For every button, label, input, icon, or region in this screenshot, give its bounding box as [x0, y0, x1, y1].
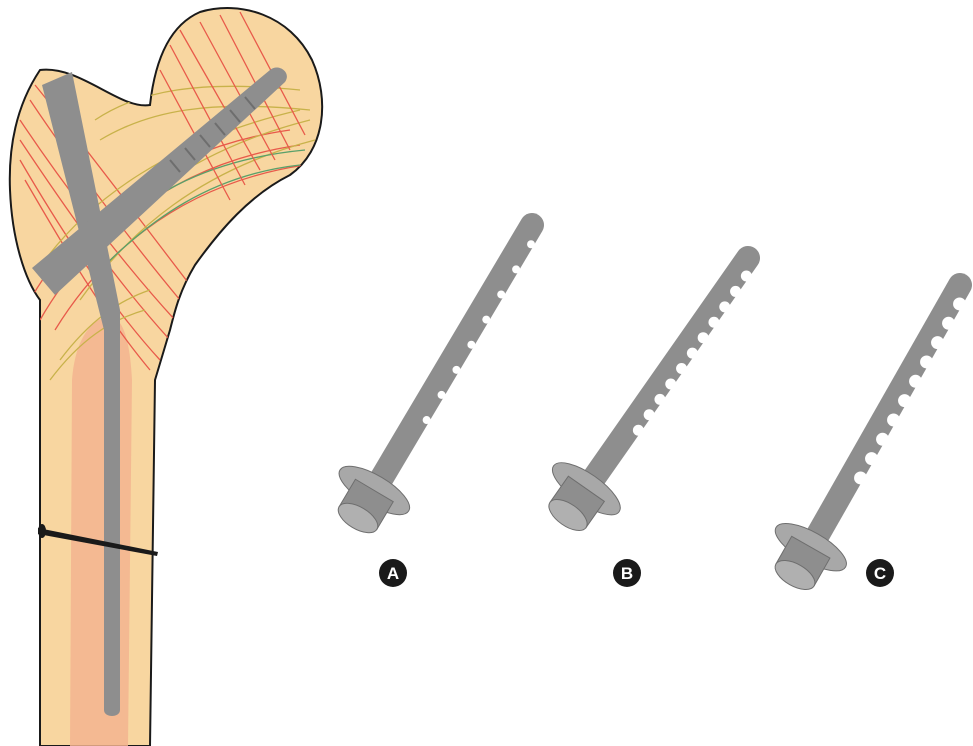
screw-slot	[854, 471, 867, 484]
screw-shaft	[368, 213, 544, 490]
screw-slot	[665, 378, 676, 389]
screw-slot	[909, 375, 922, 388]
screw-slot	[953, 297, 966, 310]
screw-slot	[452, 366, 460, 374]
screw-slot	[482, 316, 490, 324]
screw-slot	[467, 341, 475, 349]
screw-slot	[687, 348, 698, 359]
screw-slot	[497, 290, 505, 298]
label-badge-text: C	[874, 564, 886, 583]
screw-slot	[423, 416, 431, 424]
screw-slot	[644, 409, 655, 420]
screw-slot	[876, 433, 889, 446]
screw-slot	[920, 355, 933, 368]
label-badge-b: B	[613, 559, 641, 587]
screw-shaft	[804, 273, 972, 546]
label-badge-c: C	[866, 559, 894, 587]
screw-slot	[633, 425, 644, 436]
screw-slot	[676, 363, 687, 374]
screw-slot	[527, 240, 535, 248]
distal-locking-screw-head	[38, 524, 46, 538]
screw-c: C	[769, 273, 972, 595]
screw-a: A	[332, 213, 544, 587]
femur-illustration	[10, 8, 322, 746]
screws-group: A B C	[332, 213, 972, 595]
screw-slot	[512, 265, 520, 273]
screw-slot	[898, 394, 911, 407]
screw-slot	[865, 452, 878, 465]
screw-slot	[438, 391, 446, 399]
label-badge-a: A	[379, 559, 407, 587]
screw-slot	[698, 332, 709, 343]
screw-slot	[942, 317, 955, 330]
screw-slot	[741, 271, 752, 282]
medullary-canal	[70, 315, 132, 746]
label-badge-text: A	[387, 564, 399, 583]
screw-b: B	[544, 246, 760, 587]
screw-slot	[708, 317, 719, 328]
screw-slot	[730, 286, 741, 297]
screw-slot	[719, 301, 730, 312]
screw-slot	[931, 336, 944, 349]
screw-slot	[654, 394, 665, 405]
label-badge-text: B	[621, 564, 633, 583]
screw-shaft	[581, 246, 760, 489]
screw-slot	[887, 413, 900, 426]
